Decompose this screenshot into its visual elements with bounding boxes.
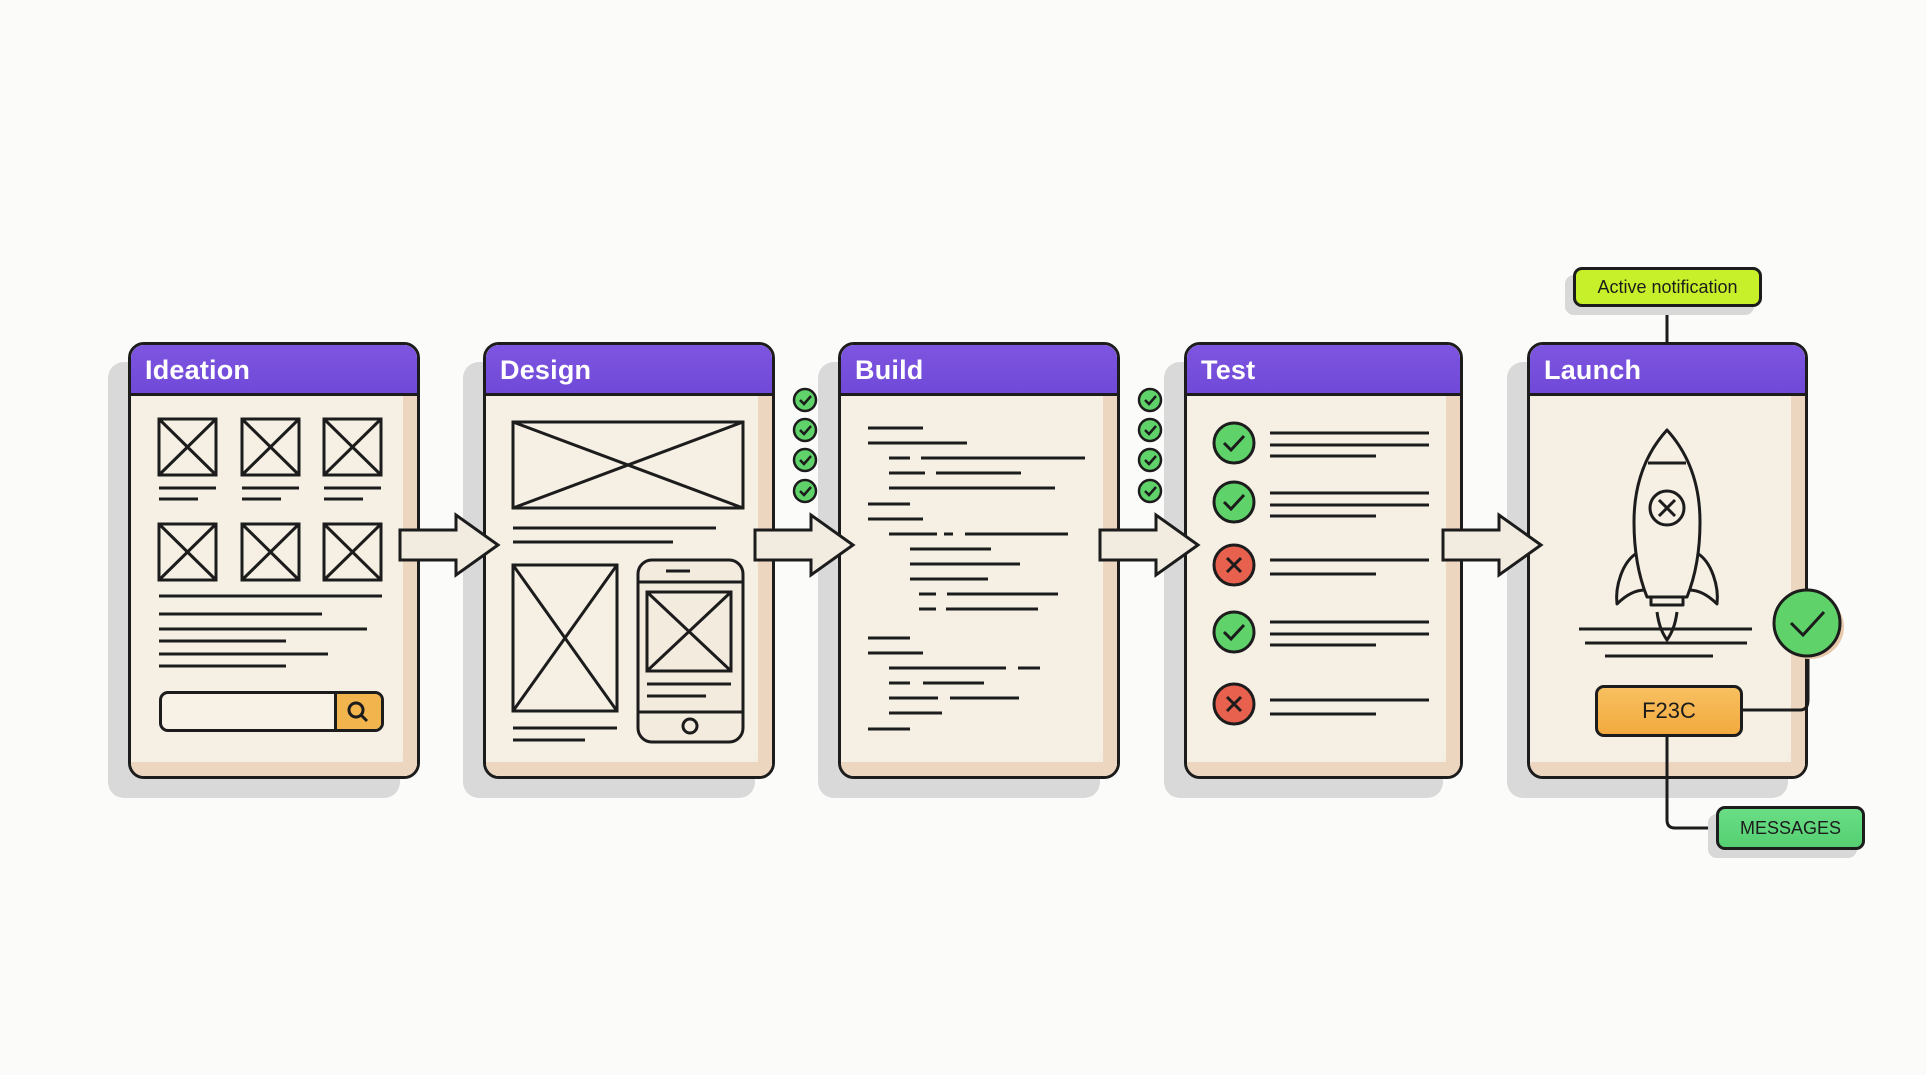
code-lines-icon bbox=[868, 426, 1085, 731]
stage-title: Design bbox=[500, 355, 592, 385]
search-icon bbox=[347, 701, 369, 723]
card-header: Build bbox=[841, 345, 1117, 396]
card-header: Design bbox=[486, 345, 772, 396]
stage-card-test[interactable]: Test bbox=[1184, 342, 1463, 779]
messages-button[interactable]: MESSAGES bbox=[1716, 806, 1865, 850]
wireframe-grid-icon bbox=[157, 417, 383, 668]
active-notification-badge[interactable]: Active notification bbox=[1573, 267, 1762, 307]
card-header: Ideation bbox=[131, 345, 417, 396]
check-stack-icon bbox=[1139, 389, 1161, 502]
stage-card-launch[interactable]: Launch F23C bbox=[1527, 342, 1808, 779]
stage-title: Ideation bbox=[145, 355, 251, 385]
stage-title: Launch bbox=[1544, 355, 1642, 385]
check-stack-icon bbox=[794, 389, 816, 502]
card-header: Test bbox=[1187, 345, 1460, 396]
rocket-icon bbox=[1579, 428, 1752, 658]
code-button[interactable]: F23C bbox=[1595, 685, 1743, 737]
code-button-label: F23C bbox=[1642, 698, 1696, 723]
stage-title: Test bbox=[1201, 355, 1256, 385]
test-results-list bbox=[1212, 421, 1429, 726]
notification-label: Active notification bbox=[1597, 276, 1738, 297]
stage-card-build[interactable]: Build bbox=[838, 342, 1120, 779]
search-button[interactable] bbox=[334, 694, 381, 729]
wireframe-layout-icon bbox=[511, 420, 745, 744]
stage-title: Build bbox=[855, 355, 924, 385]
search-input[interactable] bbox=[159, 691, 384, 732]
success-check-icon bbox=[1774, 590, 1840, 656]
stage-card-ideation[interactable]: Ideation bbox=[128, 342, 420, 779]
messages-label: MESSAGES bbox=[1739, 817, 1842, 838]
stage-card-design[interactable]: Design bbox=[483, 342, 775, 779]
card-header: Launch bbox=[1530, 345, 1805, 396]
